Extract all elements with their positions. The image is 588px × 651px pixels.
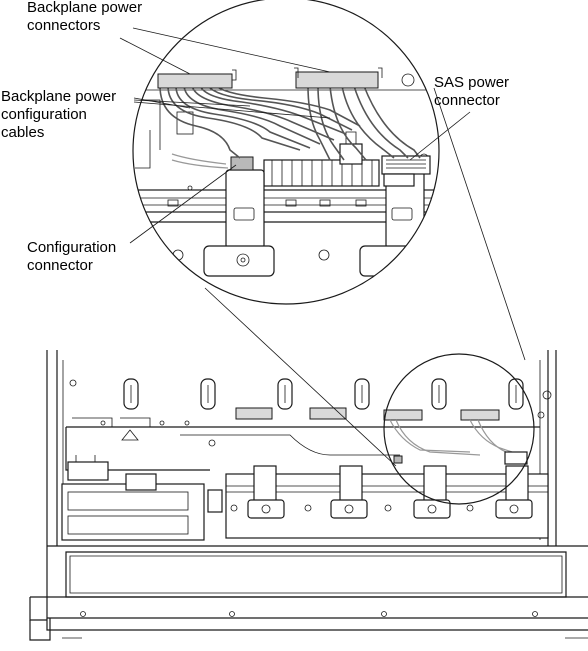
detail-circle-small [383, 353, 535, 505]
detail-circle-large [132, 0, 440, 305]
sas-power-connector [381, 155, 431, 187]
callout-sas-power-connector: SAS power connector [434, 74, 510, 109]
callout-leader-lines [119, 27, 471, 244]
detail-view [132, 0, 440, 305]
chassis-overview [29, 350, 588, 641]
backplane-power-connectors [157, 67, 383, 89]
callout-configuration-connector: Configuration connector [27, 239, 117, 274]
magnify-leader-lines [204, 87, 526, 467]
callout-backplane-power-connectors: Backplane power connectors [27, 0, 143, 34]
callout-backplane-power-configuration-cables: Backplane power configuration cables [1, 88, 117, 141]
drive-connectors-row [123, 378, 524, 410]
backplane-power-configuration-cables [159, 85, 421, 169]
drive-latches [247, 465, 533, 519]
